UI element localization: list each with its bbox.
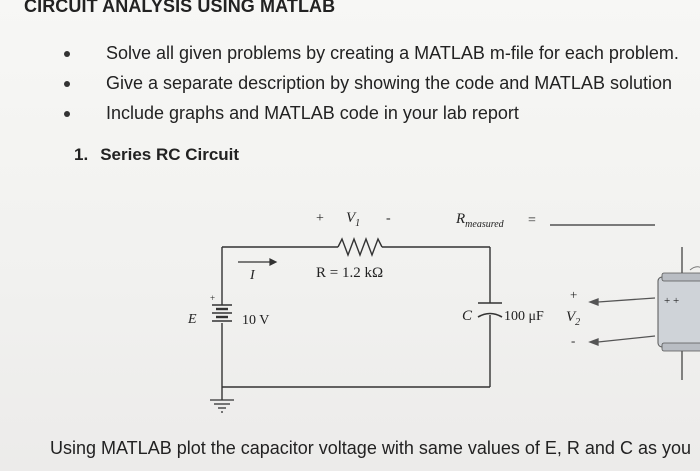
section-number: 1. (74, 145, 89, 164)
current-label: I (249, 268, 256, 283)
page-title: CIRCUIT ANALYSIS USING MATLAB (24, 0, 336, 16)
ground-symbol (210, 399, 234, 413)
probe-plus-label: + + (664, 295, 679, 307)
battery-symbol (212, 304, 232, 322)
r-measured-equals: = (528, 213, 536, 228)
instruction-item: Include graphs and MATLAB code in your l… (58, 98, 679, 128)
instruction-footer: Using MATLAB plot the capacitor voltage … (50, 438, 691, 458)
probe-arrow-icon (588, 297, 656, 346)
capacitor-symbol (477, 302, 503, 318)
instruction-item: Solve all given problems by creating a M… (58, 38, 679, 68)
r-measured-label: Rmeasured (455, 211, 505, 230)
source-plus-sign: + (210, 293, 215, 303)
v2-minus-sign: - (571, 333, 575, 348)
source-value: 10 V (242, 313, 269, 328)
capacitor-value: 100 μF (504, 309, 544, 324)
resistor-value: R = 1.2 kΩ (316, 265, 383, 281)
capacitor-label: C (462, 308, 473, 324)
instruction-item: Give a separate description by showing t… (58, 68, 679, 98)
resistor-symbol (337, 237, 383, 257)
meter-probe-icon (657, 247, 700, 380)
current-arrow-icon (238, 258, 278, 266)
source-label: E (187, 312, 197, 327)
section-heading: 1. Series RC Circuit (74, 145, 239, 165)
instruction-list: Solve all given problems by creating a M… (58, 38, 679, 128)
rc-circuit-diagram: + V1 - Rmeasured = R = 1.2 kΩ I E + 10 V… (187, 210, 700, 413)
section-title: Series RC Circuit (100, 145, 240, 164)
v1-minus-sign: - (386, 211, 391, 226)
v1-plus-sign: + (316, 211, 324, 226)
v2-label: V2 (566, 309, 580, 328)
v1-label: V1 (346, 210, 360, 229)
v2-plus-sign: + (570, 287, 577, 302)
